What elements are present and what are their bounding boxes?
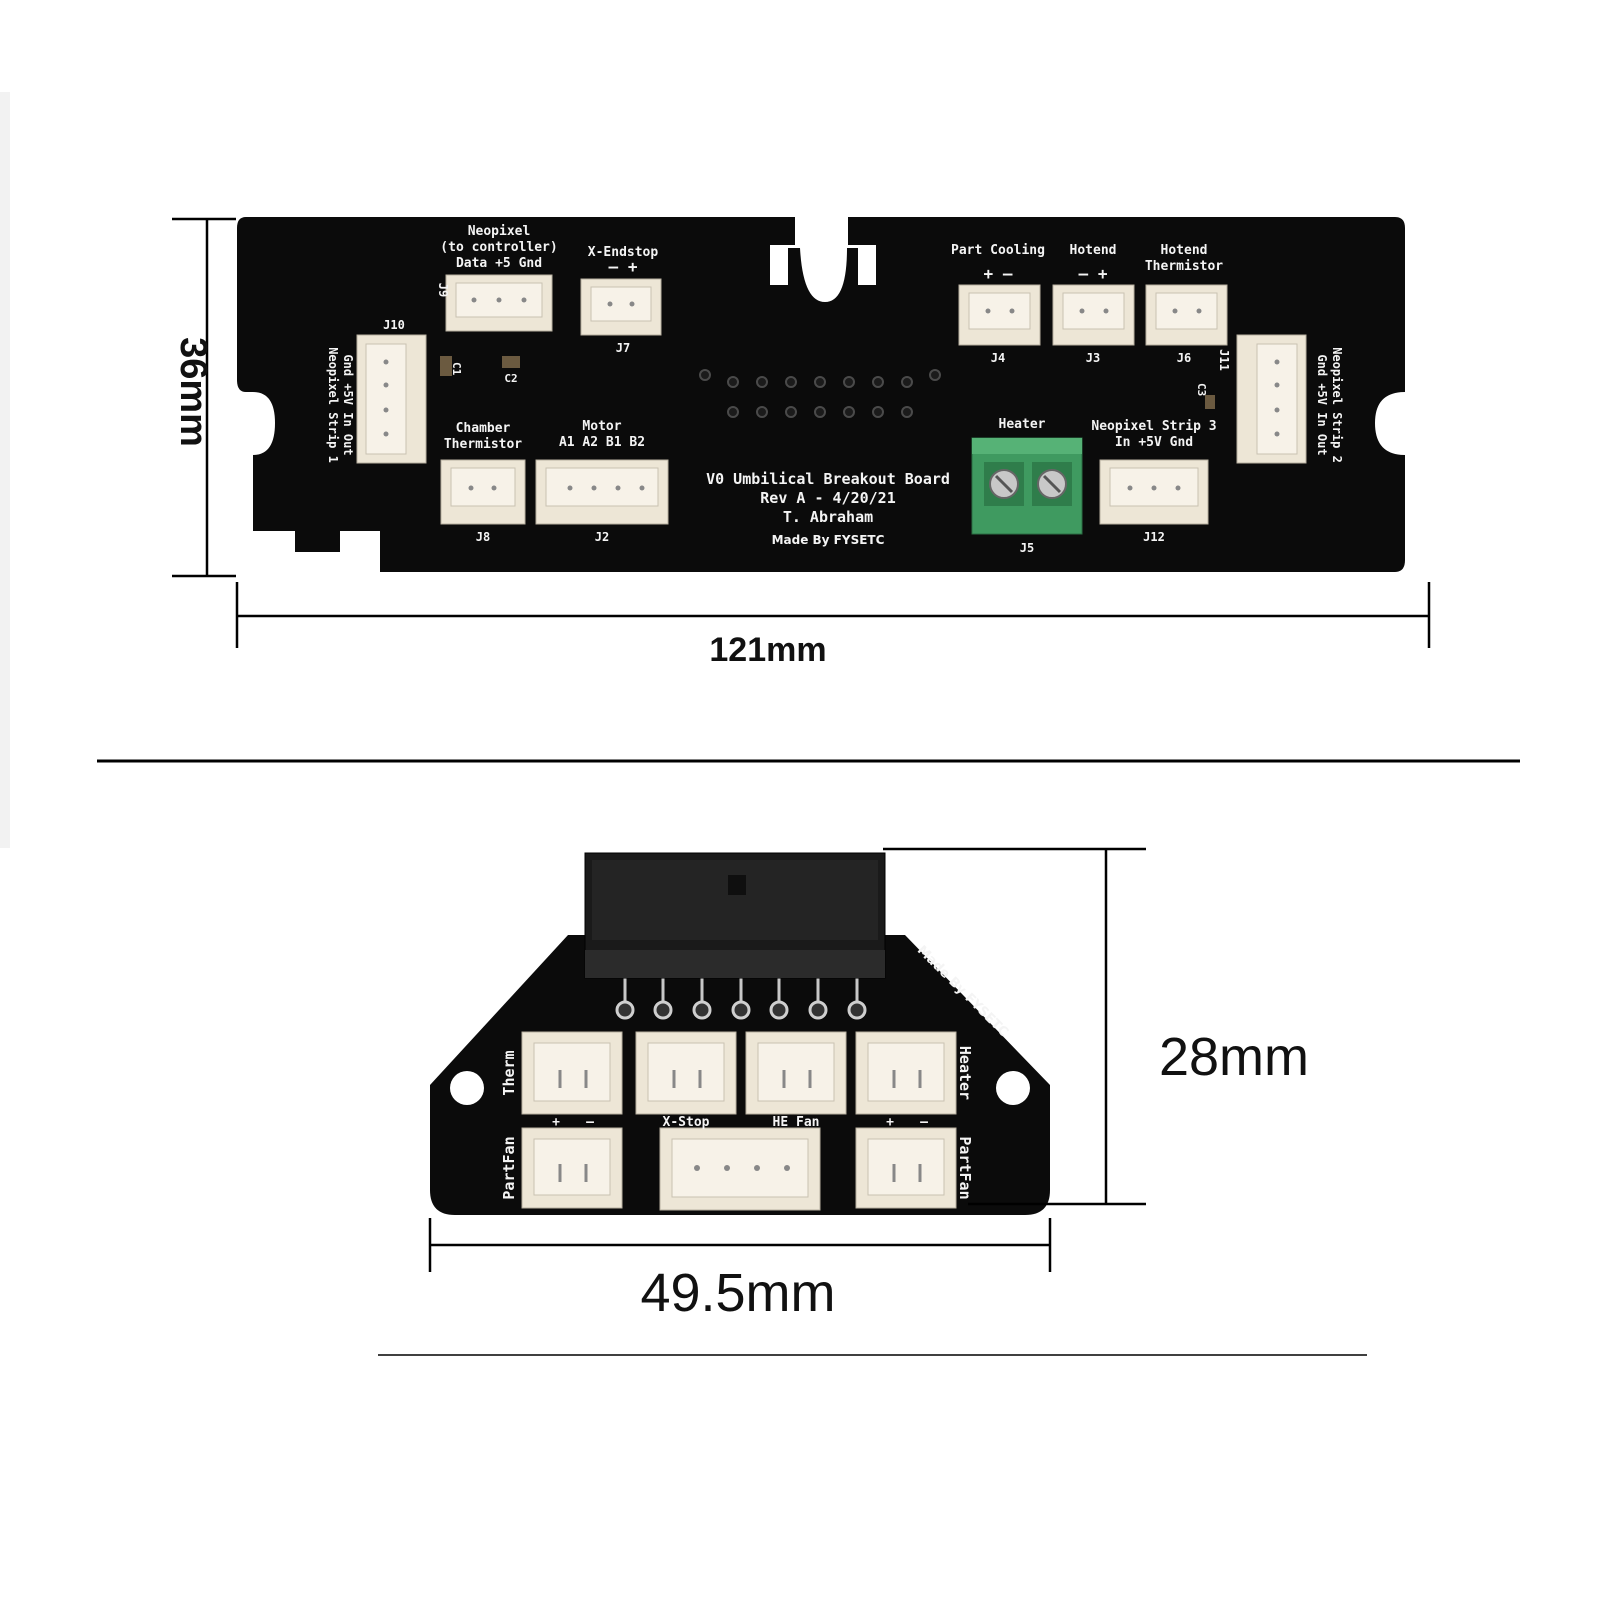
pin-header-pads xyxy=(699,369,941,418)
j10-side-label-2: Neopixel Strip 1 xyxy=(326,347,340,463)
connector-heater xyxy=(855,1031,957,1115)
xstop-label: X-Stop xyxy=(663,1115,710,1130)
board-title-3: T. Abraham xyxy=(783,508,873,526)
mounting-hole xyxy=(996,1071,1030,1105)
j11-side-label-2: Neopixel Strip 2 xyxy=(1330,347,1344,463)
board1: Neopixel (to controller) Data +5 Gnd J9 … xyxy=(237,217,1405,572)
mounting-hole xyxy=(1377,415,1393,431)
j9-label-1: Neopixel xyxy=(468,224,531,239)
connector-j10 xyxy=(356,334,427,464)
minus-right: – xyxy=(920,1115,928,1130)
capacitor-c2 xyxy=(502,356,520,368)
connector-j8 xyxy=(440,459,526,525)
board1-dimension-lines xyxy=(172,217,1431,648)
connector-partfan-right xyxy=(855,1127,957,1209)
minus-left: – xyxy=(586,1115,594,1130)
connector-j3 xyxy=(1052,284,1135,346)
j10-ref: J10 xyxy=(383,318,405,332)
connector-j6 xyxy=(1145,284,1228,346)
c1-ref: C1 xyxy=(450,362,463,376)
j8-ref: J8 xyxy=(476,530,490,544)
neo3-label-2: In +5V Gnd xyxy=(1115,435,1193,450)
j11-side-label-1: Gnd +5V In Out xyxy=(1315,354,1329,455)
capacitor-c1 xyxy=(440,356,452,376)
j3-ref: J3 xyxy=(1086,351,1100,365)
j4-ref: J4 xyxy=(991,351,1005,365)
capacitor-c3 xyxy=(1205,395,1215,409)
therm-label: Therm xyxy=(500,1050,518,1095)
connector-j9 xyxy=(445,274,553,332)
plus-left: + xyxy=(552,1115,560,1130)
partfan-right-label: PartFan xyxy=(956,1136,974,1199)
board1-width-label: 121mm xyxy=(709,631,826,669)
board1-height-label: 36mm xyxy=(172,337,214,447)
j12-ref: J12 xyxy=(1143,530,1165,544)
main-connector xyxy=(584,852,886,979)
board-title-2: Rev A - 4/20/21 xyxy=(760,489,895,507)
hefan-label: HE Fan xyxy=(773,1115,820,1130)
j6-ref: J6 xyxy=(1177,351,1191,365)
j9-label-2: (to controller) xyxy=(440,240,557,255)
board2-width-label: 49.5mm xyxy=(640,1263,835,1323)
connector-he-fan xyxy=(745,1031,847,1115)
connector-therm xyxy=(521,1031,623,1115)
j7-ref: J7 xyxy=(616,341,630,355)
board-title-4: Made By FYSETC xyxy=(772,533,885,547)
partfan-left-label: PartFan xyxy=(500,1136,518,1199)
board-title-1: V0 Umbilical Breakout Board xyxy=(706,470,950,488)
j9-label-3: Data +5 Gnd xyxy=(456,256,542,271)
connector-j4 xyxy=(958,284,1041,346)
board1-silkscreen: Neopixel (to controller) Data +5 Gnd J9 … xyxy=(326,224,1344,555)
hotend-therm-label-2: Thermistor xyxy=(1145,259,1223,274)
motor-label-1: Motor xyxy=(582,419,621,434)
j10-side-label-1: Gnd +5V In Out xyxy=(341,354,355,455)
j2-ref: J2 xyxy=(595,530,609,544)
connector-j12 xyxy=(1099,459,1209,525)
board2-height-label: 28mm xyxy=(1159,1027,1309,1087)
terminal-j5 xyxy=(971,437,1083,535)
c3-ref: C3 xyxy=(1195,383,1208,396)
hotend-therm-label-1: Hotend xyxy=(1161,243,1208,258)
connector-x-stop xyxy=(635,1031,737,1115)
heater-label-b2: Heater xyxy=(956,1046,974,1100)
chamber-label-2: Thermistor xyxy=(444,437,522,452)
x-endstop-polarity: – + xyxy=(609,257,638,276)
connector-j7 xyxy=(580,278,662,336)
hotend-polarity: – + xyxy=(1079,264,1108,283)
left-edge-strip xyxy=(0,92,10,848)
part-cooling-label: Part Cooling xyxy=(951,243,1045,258)
connector-j2 xyxy=(535,459,669,525)
x-endstop-label: X-Endstop xyxy=(588,245,659,260)
connector-partfan-left xyxy=(521,1127,623,1209)
hotend-label: Hotend xyxy=(1070,243,1117,258)
plus-right: + xyxy=(886,1115,894,1130)
mounting-hole xyxy=(257,415,273,431)
board2: Made By FYSETC Therm PartFan Heater Part… xyxy=(430,852,1050,1215)
mounting-hole xyxy=(450,1071,484,1105)
neo3-label-1: Neopixel Strip 3 xyxy=(1091,419,1216,434)
connector-center-4pin xyxy=(659,1127,821,1211)
motor-label-2: A1 A2 B1 B2 xyxy=(559,435,645,450)
chamber-label-1: Chamber xyxy=(456,421,511,436)
j11-ref: J11 xyxy=(1217,349,1231,371)
board2-dimension-lines xyxy=(428,847,1146,1272)
connector-j11 xyxy=(1236,334,1307,464)
c2-ref: C2 xyxy=(504,372,517,385)
heater-label: Heater xyxy=(999,417,1046,432)
j9-ref: J9 xyxy=(436,283,450,297)
part-cooling-polarity: + – xyxy=(984,264,1013,283)
j5-ref: J5 xyxy=(1020,541,1034,555)
